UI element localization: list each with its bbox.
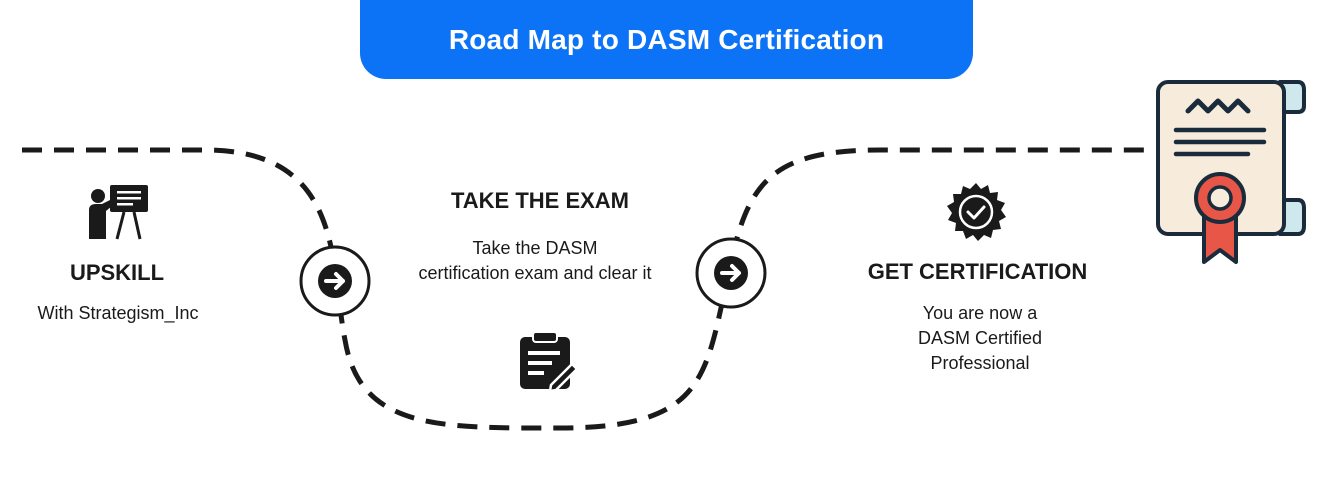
- step-upskill-title: UPSKILL: [69, 260, 165, 285]
- certificate-scroll-icon: [1156, 80, 1306, 264]
- step-certification-description-line-2: DASM Certified: [917, 328, 1043, 348]
- clipboard-edit-icon: [520, 331, 578, 391]
- page-title: Road Map to DASM Certification: [448, 23, 885, 55]
- teacher-board-icon: [89, 185, 148, 240]
- arrow-right-icon: [299, 245, 371, 317]
- step-certification-description-line-1: You are now a: [922, 303, 1038, 323]
- arrow-right-icon: [695, 237, 767, 309]
- step-exam-description-line-1: Take the DASM: [472, 238, 598, 258]
- step-exam-description-line-2: certification exam and clear it: [418, 263, 652, 283]
- step-certification-title: GET CERTIFICATION: [867, 259, 1088, 284]
- title-banner: Road Map to DASM Certification: [360, 0, 973, 79]
- step-certification-description-line-3: Professional: [930, 353, 1030, 373]
- verified-badge-icon: [947, 183, 1006, 241]
- step-upskill-description: With Strategism_Inc: [37, 303, 199, 323]
- step-exam-title: TAKE THE EXAM: [450, 188, 630, 213]
